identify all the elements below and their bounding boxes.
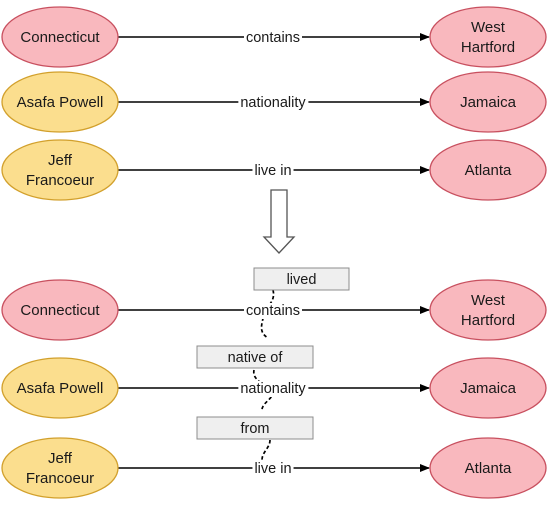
subject-label: Asafa Powell xyxy=(17,380,104,397)
label-background xyxy=(238,95,309,111)
subject-node xyxy=(1,357,119,419)
label-line: Asafa Powell xyxy=(17,380,104,397)
label-line: Hartford xyxy=(461,312,515,329)
mapped-relation-box xyxy=(196,416,314,440)
mapped-relation-label: from xyxy=(241,421,270,437)
relation-label: contains xyxy=(246,303,300,319)
label-line: West xyxy=(471,292,506,309)
object-node xyxy=(429,357,547,419)
label-line: Francoeur xyxy=(26,172,94,189)
mapped-relation-label: lived xyxy=(287,272,317,288)
label-line: Hartford xyxy=(461,39,515,56)
label-line: Jamaica xyxy=(460,380,517,397)
object-label: Atlanta xyxy=(465,460,512,477)
label-line: Atlanta xyxy=(465,460,512,477)
mapped-relation-box xyxy=(196,345,314,369)
subject-node xyxy=(1,139,119,201)
subject-label: Connecticut xyxy=(20,29,100,46)
object-node xyxy=(429,437,547,499)
label-line: West xyxy=(471,19,506,36)
object-label: Atlanta xyxy=(465,162,512,179)
relation-label: live in xyxy=(254,163,291,179)
object-node xyxy=(429,6,547,68)
label-line: Jeff xyxy=(48,152,73,169)
mapped-relation-box xyxy=(253,267,350,291)
label-background xyxy=(238,381,309,397)
label-line: Connecticut xyxy=(20,302,100,319)
label-line: Francoeur xyxy=(26,470,94,487)
label-line: Connecticut xyxy=(20,29,100,46)
object-label: Jamaica xyxy=(460,94,517,111)
subject-label: Asafa Powell xyxy=(17,94,104,111)
label-line: Jamaica xyxy=(460,94,517,111)
relation-label: nationality xyxy=(240,381,306,397)
down-arrow-icon xyxy=(262,189,296,254)
subject-node xyxy=(1,6,119,68)
mapped-relation-label: native of xyxy=(228,350,284,366)
object-node xyxy=(429,71,547,133)
object-node xyxy=(429,139,547,201)
label-background xyxy=(252,461,294,477)
label-background xyxy=(243,303,303,319)
label-line: Jeff xyxy=(48,450,73,467)
label-line: Asafa Powell xyxy=(17,94,104,111)
object-node xyxy=(429,279,547,341)
subject-label: Connecticut xyxy=(20,302,100,319)
label-background xyxy=(243,30,303,46)
object-label: Jamaica xyxy=(460,380,517,397)
label-background xyxy=(252,163,294,179)
subject-node xyxy=(1,71,119,133)
subject-node xyxy=(1,279,119,341)
relation-label: contains xyxy=(246,30,300,46)
subject-node xyxy=(1,437,119,499)
label-line: Atlanta xyxy=(465,162,512,179)
relation-label: nationality xyxy=(240,95,306,111)
relation-label: live in xyxy=(254,461,291,477)
